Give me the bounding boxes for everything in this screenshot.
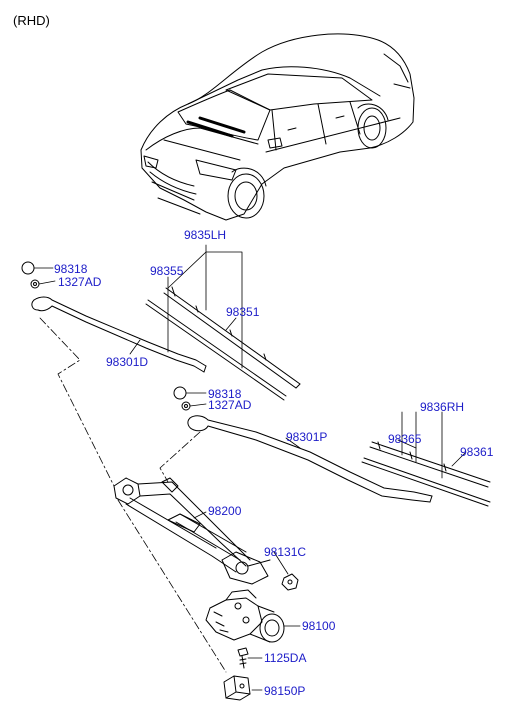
wiper-blade-icon [145, 299, 287, 401]
callout-98318-upper[interactable]: 98318 [54, 262, 88, 276]
callout-98355[interactable]: 98355 [150, 264, 184, 278]
callout-98200[interactable]: 98200 [208, 504, 242, 518]
wiper-arm-icon [31, 296, 207, 373]
wiper-motor-icon [205, 589, 285, 643]
wiper-arm-icon [187, 415, 433, 503]
callout-98318-lower[interactable]: 98318 [208, 387, 242, 401]
callout-1327ad-lower[interactable]: 1327AD [208, 398, 252, 412]
callout-98365[interactable]: 98365 [388, 432, 422, 446]
wiper-blade-icon [163, 286, 301, 389]
cap-icon [173, 386, 187, 400]
nut-icon [30, 279, 40, 289]
callout-9835lh[interactable]: 9835LH [184, 228, 227, 242]
callout-98100[interactable]: 98100 [302, 619, 336, 633]
cap-icon [21, 261, 35, 275]
callout-98301p[interactable]: 98301P [286, 430, 328, 444]
callout-1327ad-upper[interactable]: 1327AD [58, 275, 102, 289]
callout-98351[interactable]: 98351 [226, 305, 260, 319]
car-illustration [140, 33, 415, 221]
wiper-blade-icon [369, 441, 491, 488]
nut-icon [281, 573, 299, 591]
leader-lines [33, 244, 467, 691]
wiper-linkage-icon [113, 477, 271, 585]
callout-9836rh[interactable]: 9836RH [420, 400, 465, 414]
nut-icon [181, 401, 191, 411]
variant-label: (RHD) [13, 13, 50, 28]
dashed-connector-lines [39, 317, 227, 673]
callout-1125da[interactable]: 1125DA [264, 651, 307, 665]
callout-98150p[interactable]: 98150P [264, 684, 306, 698]
callout-98301d[interactable]: 98301D [106, 355, 149, 369]
bracket-icon [223, 675, 251, 701]
callout-98361[interactable]: 98361 [460, 445, 494, 459]
bolt-icon [237, 647, 249, 669]
callout-98131c[interactable]: 98131C [264, 545, 307, 559]
wiper-blade-icon [361, 457, 491, 507]
